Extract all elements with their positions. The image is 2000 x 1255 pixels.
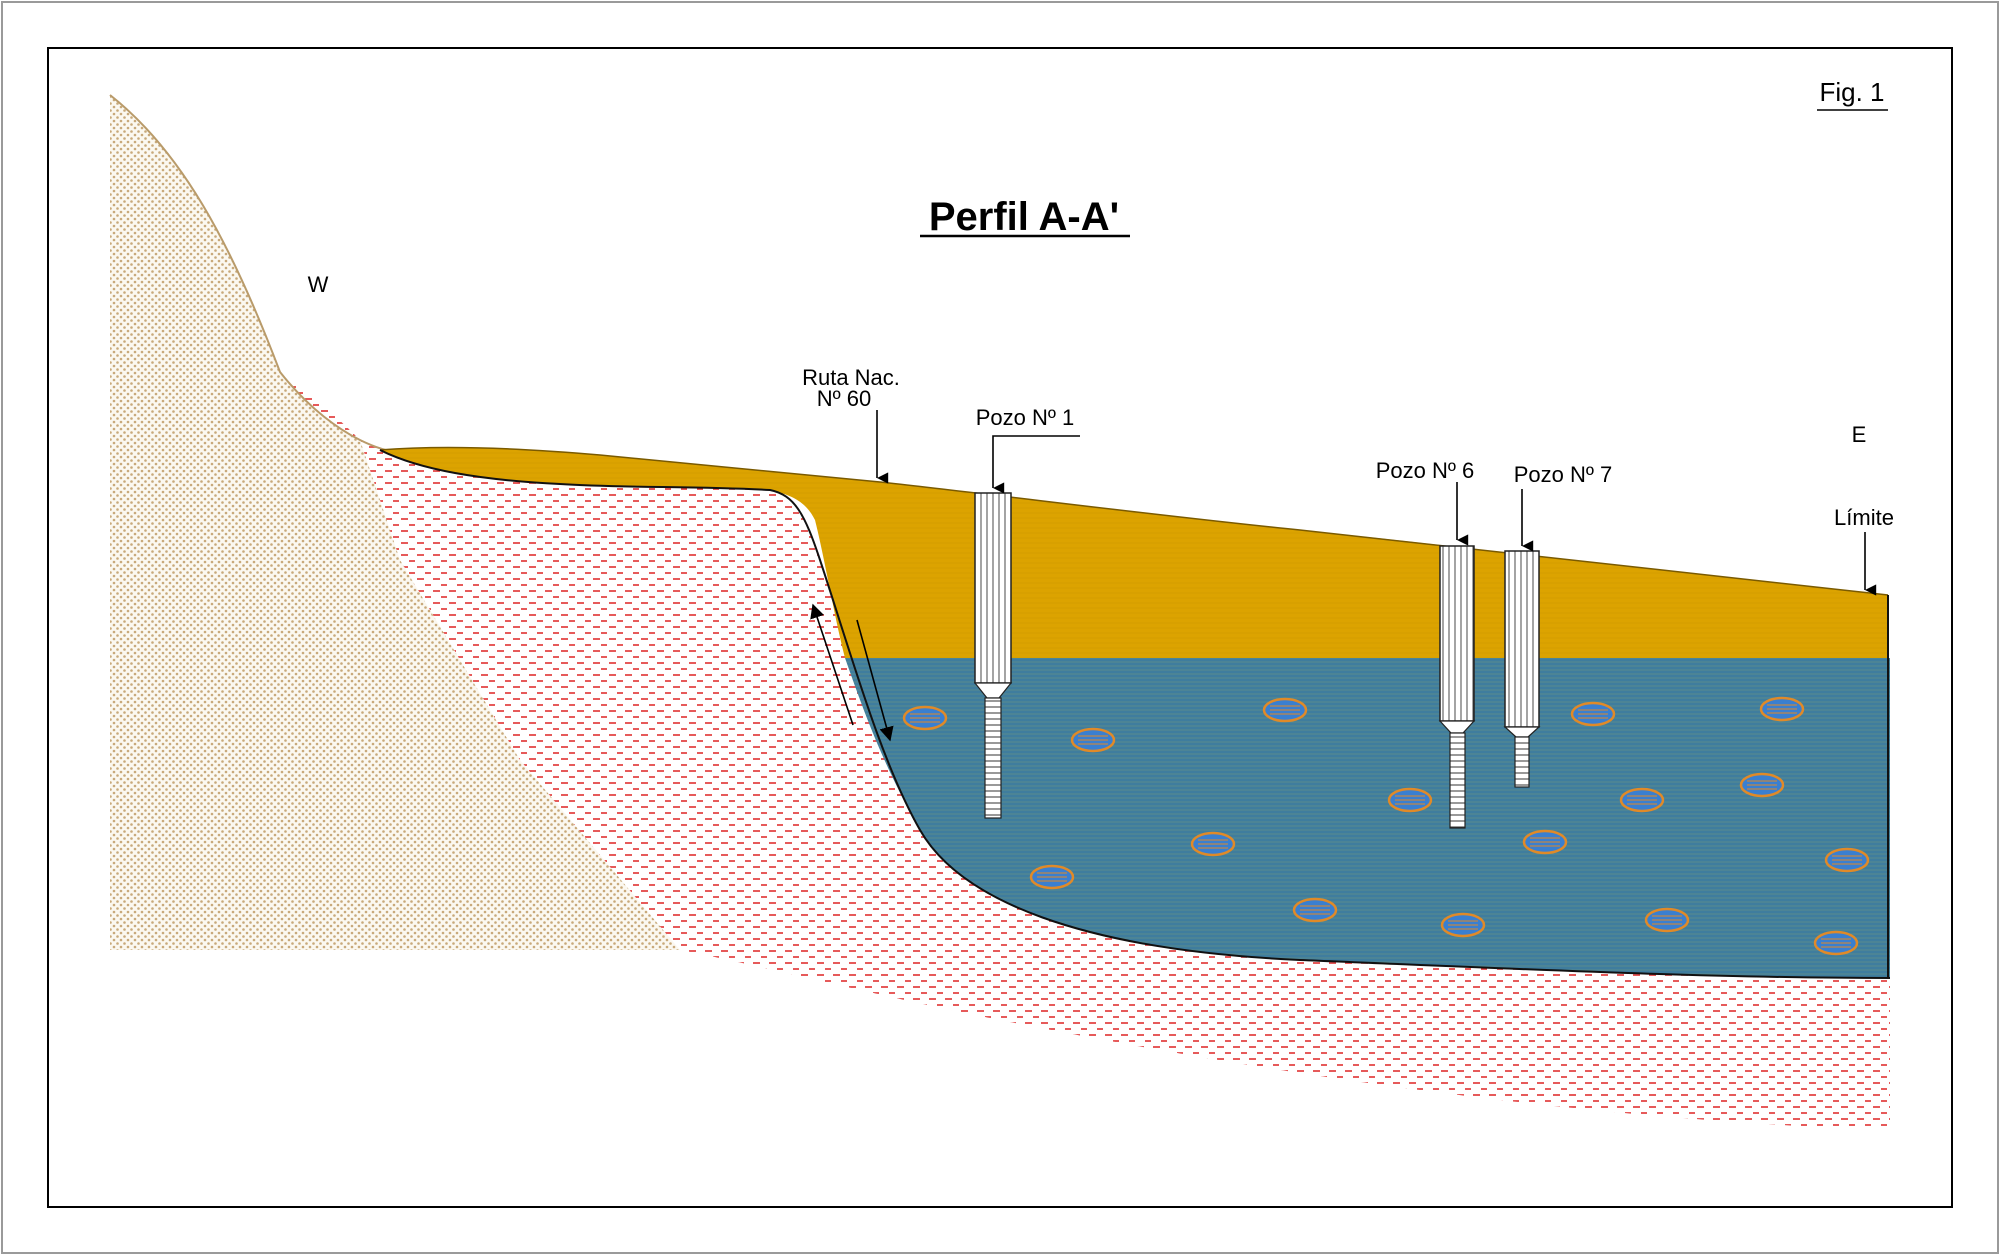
figure-frame xyxy=(47,47,1953,1208)
well-1-screen xyxy=(984,697,1002,819)
lens-10 xyxy=(1522,829,1568,855)
well-1-label: Pozo Nº 1 xyxy=(976,405,1075,430)
lens-3 xyxy=(1262,697,1308,723)
fault-arrow-down xyxy=(856,619,894,742)
well-7-casing xyxy=(1504,550,1540,728)
lens-6 xyxy=(1387,787,1433,813)
well-6-screen xyxy=(1449,732,1466,829)
route-label-line2: Nº 60 xyxy=(817,386,872,411)
west-label: W xyxy=(308,272,329,297)
well-7-label: Pozo Nº 7 xyxy=(1514,462,1613,487)
lens-7 xyxy=(1619,787,1665,813)
fault-arrow-up xyxy=(810,603,854,726)
lens-11 xyxy=(1029,864,1075,890)
limit-label: Límite xyxy=(1834,505,1894,530)
lenses-group xyxy=(902,696,1870,956)
well-6 xyxy=(1438,545,1476,829)
lens-14 xyxy=(1644,907,1690,933)
clay-layer xyxy=(280,372,1890,1130)
lens-15 xyxy=(1824,847,1870,873)
lens-9 xyxy=(1190,831,1236,857)
east-label: E xyxy=(1852,422,1867,447)
lens-12 xyxy=(1292,897,1338,923)
figure-number: Fig. 1 xyxy=(1819,77,1884,107)
page-title: Perfil A-A' xyxy=(929,195,1119,239)
well-1-leader xyxy=(992,435,1080,494)
route-label-line1: Ruta Nac. xyxy=(802,365,900,390)
lens-1 xyxy=(902,705,948,731)
lens-16 xyxy=(1813,930,1859,956)
lens-4 xyxy=(1570,701,1616,727)
lens-8 xyxy=(1739,772,1785,798)
well-1-casing xyxy=(974,492,1012,684)
well-1 xyxy=(973,492,1013,819)
lens-13 xyxy=(1440,912,1486,938)
lens-5 xyxy=(1759,696,1805,722)
well-6-label: Pozo Nº 6 xyxy=(1376,458,1475,483)
basement-rock xyxy=(110,95,680,950)
well-7-screen xyxy=(1514,736,1530,788)
well-6-casing xyxy=(1439,545,1475,722)
lens-2 xyxy=(1070,727,1116,753)
hill-profile-line xyxy=(109,94,421,456)
well-7 xyxy=(1503,550,1541,788)
